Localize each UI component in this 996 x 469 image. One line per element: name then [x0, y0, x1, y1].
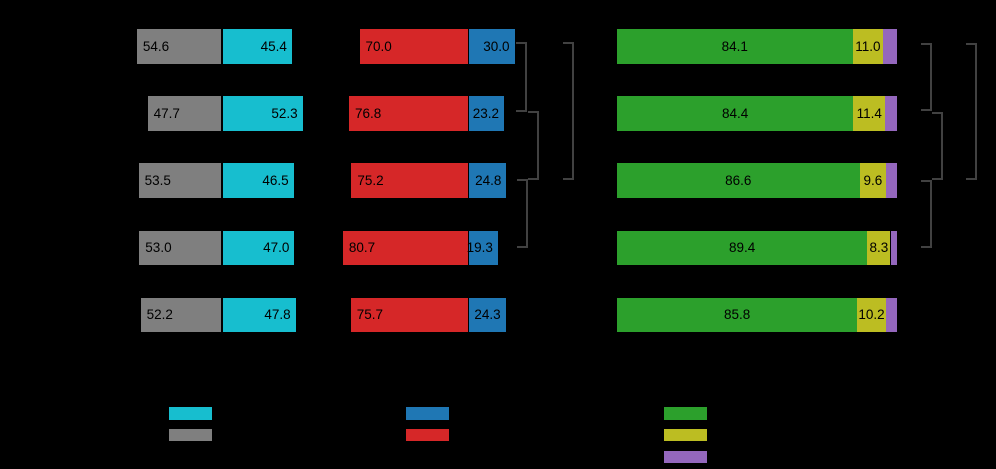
- group-3-row-2-segment-yellow: 11.4: [853, 96, 886, 131]
- group-3-bracket-rows-1-3: [965, 42, 977, 180]
- group-3-row-3-segment-yellow: 9.6: [859, 163, 887, 198]
- bar-value-label: 24.3: [474, 307, 501, 323]
- group-2-bracket-rows-2-3: [528, 110, 539, 180]
- group-1-row-5-segment-gray: 52.2: [140, 297, 222, 333]
- legend-swatch-blue: [406, 407, 449, 420]
- group-1-row-3-segment-cyan: 46.5: [221, 163, 294, 198]
- group-2-row-2-segment-blue: 23.2: [468, 96, 504, 131]
- group-3-row-1-segment-green: 84.1: [617, 29, 853, 64]
- group-2-row-5-segment-blue: 24.3: [468, 297, 506, 333]
- bar-value-label: 11.4: [856, 105, 882, 121]
- group-2-bracket-rows-3-4: [517, 179, 528, 248]
- bar-value-label: 89.4: [729, 240, 756, 256]
- group-1-row-2-segment-gray: 47.7: [147, 96, 222, 131]
- group-3-row-1-segment-purple: [883, 29, 897, 64]
- bar-value-label: 23.2: [472, 105, 499, 121]
- bar-value-label: 52.2: [146, 307, 173, 323]
- legend-swatch-yellow: [664, 428, 708, 442]
- bar-value-label: 53.0: [145, 240, 172, 256]
- group-2-row-3-segment-red: 75.2: [351, 163, 468, 198]
- group-2-row-2-segment-red: 76.8: [349, 96, 468, 131]
- group-2-row-5-segment-red: 75.7: [350, 297, 468, 333]
- bar-value-label: 53.5: [144, 172, 171, 188]
- bar-value-label: 75.7: [356, 307, 383, 323]
- bar-value-label: 54.6: [142, 38, 170, 54]
- bar-value-label: 70.0: [365, 38, 392, 54]
- group-3-row-2-segment-purple: [885, 96, 897, 131]
- group-2-bracket-rows-1-3: [563, 42, 574, 180]
- group-2-row-4-segment-blue: 19.3: [466, 230, 498, 266]
- group-3-row-4-segment-yellow: 8.3: [867, 230, 891, 266]
- bar-value-label: 19.3: [466, 240, 493, 256]
- group-1-row-3-segment-gray: 53.5: [138, 163, 222, 198]
- bar-value-label: 46.5: [262, 172, 289, 188]
- group-3-row-5-segment-yellow: 10.2: [857, 297, 886, 333]
- legend-swatch-green: [664, 407, 708, 420]
- bar-value-label: 85.8: [723, 307, 751, 323]
- legend-swatch-cyan: [169, 407, 213, 420]
- group-2-row-4-segment-red: 80.7: [342, 230, 468, 266]
- group-2-row-1-segment-blue: 30.0: [468, 29, 515, 64]
- legend-swatch-gray: [169, 428, 213, 442]
- group-2-row-1-segment-red: 70.0: [359, 29, 468, 64]
- bar-value-label: 9.6: [863, 172, 883, 188]
- group-3-row-4-segment-purple: [890, 230, 897, 266]
- bar-value-label: 30.0: [483, 38, 510, 54]
- group-1-row-4-segment-gray: 53.0: [139, 230, 222, 266]
- bar-value-label: 24.8: [475, 172, 502, 188]
- bar-value-label: 80.7: [348, 240, 376, 256]
- bar-value-label: 47.8: [264, 307, 291, 323]
- group-3-row-3-segment-green: 86.6: [617, 163, 860, 198]
- bar-value-label: 52.3: [271, 105, 298, 121]
- bar-value-label: 76.8: [355, 105, 382, 121]
- bar-value-label: 45.4: [260, 38, 287, 54]
- group-1-row-4-segment-cyan: 47.0: [221, 230, 295, 266]
- bar-value-label: 84.4: [722, 105, 749, 121]
- group-1-row-1-segment-gray: 54.6: [136, 29, 222, 64]
- bar-value-label: 8.3: [869, 240, 889, 256]
- group-1-row-2-segment-cyan: 52.3: [221, 96, 303, 131]
- group-3-bracket-rows-1-2: [920, 42, 932, 111]
- legend-swatch-purple: [664, 450, 708, 463]
- bar-value-label: 10.2: [858, 307, 885, 323]
- group-3-bracket-rows-3-4: [920, 179, 932, 248]
- bar-value-label: 47.0: [263, 240, 290, 256]
- bar-value-label: 47.7: [153, 105, 180, 121]
- group-2-bracket-rows-1-2: [516, 42, 527, 112]
- bar-value-label: 11.0: [855, 38, 881, 54]
- bar-value-label: 86.6: [725, 172, 752, 188]
- group-3-row-1-segment-yellow: 11.0: [852, 29, 884, 64]
- group-3-bracket-rows-2-3: [932, 111, 943, 180]
- group-3-row-2-segment-green: 84.4: [617, 96, 854, 131]
- legend-swatch-red: [406, 428, 449, 442]
- bar-value-label: 84.1: [721, 38, 748, 54]
- group-1-row-5-segment-cyan: 47.8: [221, 297, 296, 333]
- group-3-row-5-segment-purple: [885, 297, 897, 333]
- bar-value-label: 75.2: [357, 172, 384, 188]
- group-3-row-3-segment-purple: [886, 163, 897, 198]
- group-2-row-3-segment-blue: 24.8: [468, 163, 507, 198]
- group-3-row-4-segment-green: 89.4: [617, 230, 868, 266]
- group-3-row-5-segment-green: 85.8: [617, 297, 858, 333]
- group-1-row-1-segment-cyan: 45.4: [221, 29, 292, 64]
